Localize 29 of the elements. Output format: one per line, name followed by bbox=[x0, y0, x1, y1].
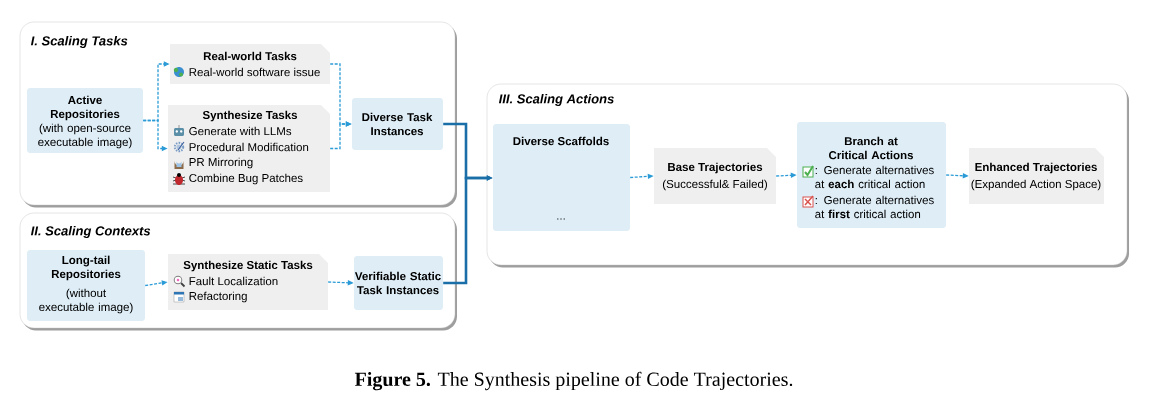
box-heading: Branch at Critical Actions bbox=[829, 136, 914, 160]
box-text: (with open-source executable image) bbox=[38, 123, 132, 149]
box-text: (Successful& Failed) bbox=[663, 179, 767, 191]
box-heading: Active Repositories bbox=[50, 95, 120, 121]
figure-caption: Figure 5. The Synthesis pipeline of Code Trajectories. bbox=[354, 371, 793, 391]
box-heading: Verifiable Static Task Instances bbox=[354, 271, 441, 295]
panel-heading: II. Scaling Contexts bbox=[30, 225, 151, 239]
box-text: (Expanded Action Space) bbox=[971, 179, 1101, 191]
list-item: PR Mirroring bbox=[189, 157, 253, 169]
box-heading: Base Trajectories bbox=[668, 162, 763, 174]
box-text: (without executable image) bbox=[39, 288, 133, 314]
list-item: : Generate alternatives at each critical action bbox=[815, 165, 934, 189]
box-heading: Synthesize Static Tasks bbox=[183, 260, 313, 272]
box-heading: Real-world Tasks bbox=[203, 51, 297, 61]
box-heading: Synthesize Tasks bbox=[202, 110, 298, 122]
list-item: Generate with LLMs bbox=[189, 126, 292, 136]
box-heading: Diverse Task Instances bbox=[362, 112, 433, 136]
box-heading: Diverse Scaffolds bbox=[513, 136, 609, 146]
box-text: Real-world software issue bbox=[189, 67, 320, 77]
box-heading: Long-tail Repositories bbox=[51, 255, 121, 281]
panel-heading: I. Scaling Tasks bbox=[30, 35, 128, 49]
list-item: Refactoring bbox=[189, 291, 247, 303]
box-text: ... bbox=[557, 218, 565, 220]
panel-heading: III. Scaling Actions bbox=[498, 93, 614, 107]
box-heading: Enhanced Trajectories bbox=[975, 162, 1097, 174]
list-item: Procedural Modification bbox=[189, 142, 309, 152]
list-item: : Generate alternatives at first critical action bbox=[815, 195, 934, 219]
list-item: Combine Bug Patches bbox=[189, 173, 303, 185]
list-item: Fault Localization bbox=[189, 276, 278, 286]
